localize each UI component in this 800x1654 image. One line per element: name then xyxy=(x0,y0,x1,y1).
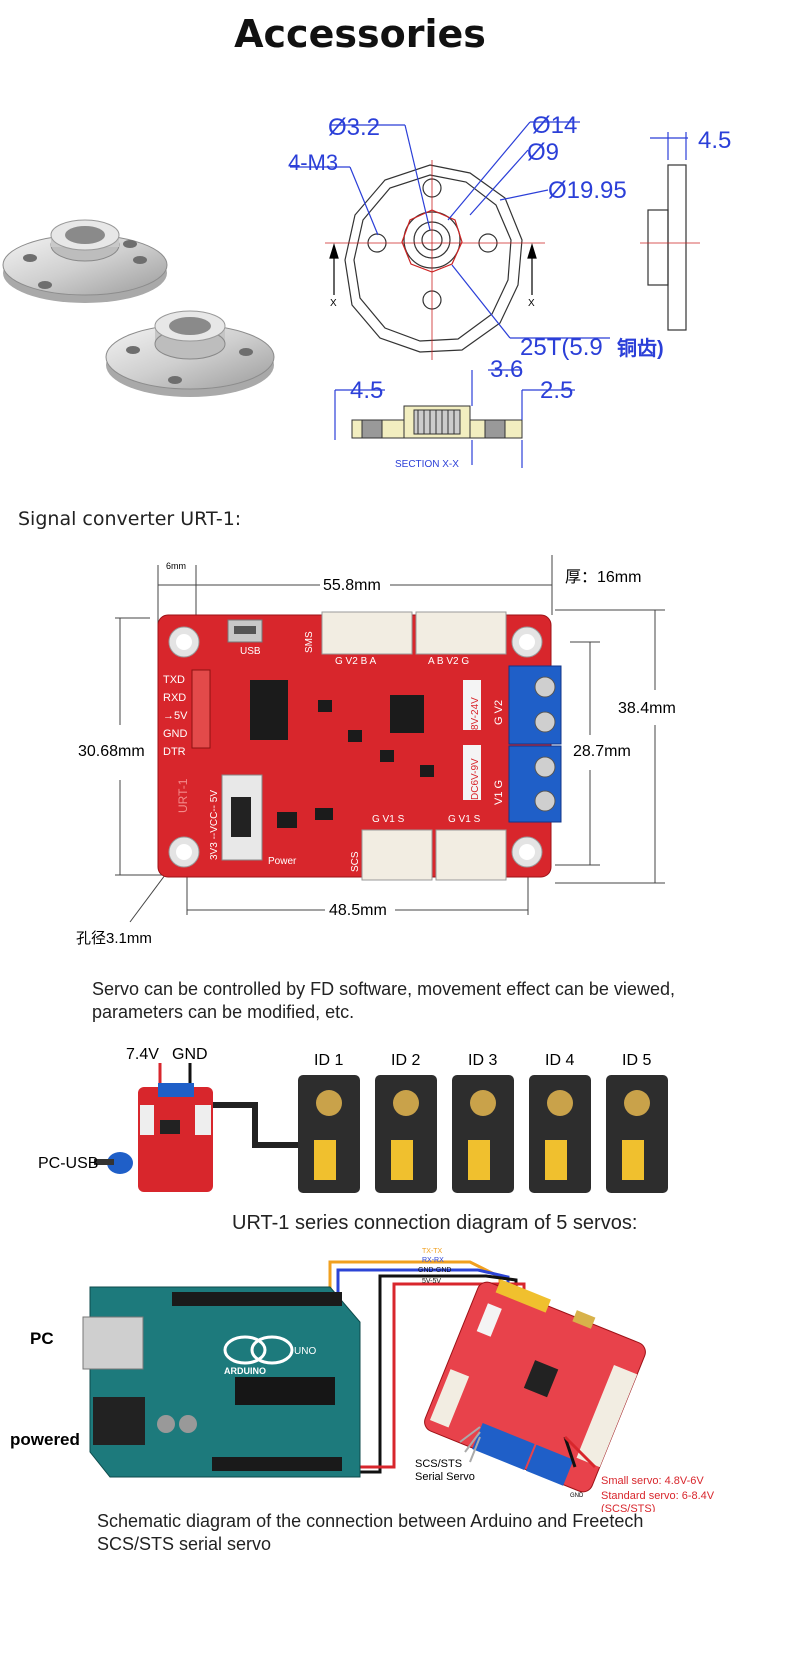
horn-photo-2 xyxy=(105,310,275,397)
servo-1 xyxy=(298,1075,360,1193)
pin-txd: TXD xyxy=(163,674,185,686)
horn-top-view xyxy=(325,160,545,360)
dim-9: Ø9 xyxy=(527,139,559,166)
servo-4 xyxy=(529,1075,591,1193)
arduino-connection-diagram: TX-TX RX-RX GND-GND 5V-5V UNO ARDUINO PC… xyxy=(10,1248,715,1512)
servo-2 xyxy=(375,1075,437,1193)
servo-id-5: ID 5 xyxy=(622,1052,651,1069)
horn-photo-1 xyxy=(2,219,168,303)
pin-5v: →5V xyxy=(163,710,188,722)
dim-hole-diameter: 孔径3.1mm xyxy=(76,930,152,947)
dim-25: 2.5 xyxy=(540,377,573,404)
x-mark-right: X xyxy=(528,298,535,309)
pc-label: PC xyxy=(30,1329,54,1348)
vcc-label: 3V3 --VCC-- 5V xyxy=(209,790,220,860)
dim-3068: 30.68mm xyxy=(78,743,145,760)
horn-side-view xyxy=(640,164,700,331)
sms-label: SMS xyxy=(304,631,315,653)
top-header-a: G V2 B A xyxy=(335,656,376,667)
wire-label-tx: TX-TX xyxy=(422,1248,443,1255)
dim-teeth-cn: 铜齿) xyxy=(617,336,664,360)
signal-converter-label: Signal converter URT-1: xyxy=(18,508,242,530)
servo-5 xyxy=(606,1075,668,1193)
pin-dtr: DTR xyxy=(163,746,186,758)
fd-software-paragraph: Servo can be controlled by FD software, … xyxy=(92,979,675,1022)
terminal-v1-label: V1 G xyxy=(493,780,505,805)
top-header-b: A B V2 G xyxy=(428,656,469,667)
dim-287: 28.7mm xyxy=(573,743,631,760)
arduino-caption: Schematic diagram of the connection betw… xyxy=(97,1511,644,1554)
pin-gnd: GND xyxy=(163,728,188,740)
servo-id-4: ID 4 xyxy=(545,1052,574,1069)
gnd-label: GND xyxy=(172,1046,208,1063)
standard-servo-voltage: Standard servo: 6-8.4V xyxy=(601,1490,715,1502)
pin-rxd: RXD xyxy=(163,692,186,704)
dim-36: 3.6 xyxy=(490,356,523,383)
pc-usb-label: PC-USB xyxy=(38,1155,98,1172)
servo-id-3: ID 3 xyxy=(468,1052,497,1069)
horn-section-view xyxy=(351,405,523,439)
servo-id-2: ID 2 xyxy=(391,1052,420,1069)
servo-horn-drawing: X X Ø3.2 4-M3 Ø14 Ø9 Ø19.95 25T(5.9 铜齿) … xyxy=(2,112,731,470)
usb-label: USB xyxy=(240,646,261,657)
page-title: Accessories xyxy=(234,12,486,56)
uno-label: UNO xyxy=(294,1346,316,1357)
bottom-header-b: G V1 S xyxy=(448,814,481,825)
powered-label: powered xyxy=(10,1430,80,1449)
dim-m3: 4-M3 xyxy=(288,150,338,175)
dim-hole: Ø3.2 xyxy=(328,114,380,141)
terminal-v2-label: G V2 xyxy=(493,700,505,725)
dim-485: 48.5mm xyxy=(329,902,387,919)
dim-558: 55.8mm xyxy=(323,577,381,594)
wire-label-5v: 5V-5V xyxy=(422,1278,441,1285)
x-mark-left: X xyxy=(330,298,337,309)
urt-label: URT-1 xyxy=(176,778,190,813)
series-caption: URT-1 series connection diagram of 5 ser… xyxy=(232,1212,638,1234)
wire-label-rx: RX-RX xyxy=(422,1257,444,1264)
bottom-header-a: G V1 S xyxy=(372,814,405,825)
small-servo-voltage: Small servo: 4.8V-6V xyxy=(601,1475,704,1487)
dim-45-side: 4.5 xyxy=(698,127,731,154)
scs-label: SCS xyxy=(350,851,361,872)
power-label: Power xyxy=(268,856,297,867)
section-label: SECTION X-X xyxy=(395,459,459,470)
arduino-logo-text: ARDUINO xyxy=(224,1366,266,1376)
urt1-board-diagram: 6mm 55.8mm 厚：16mm 30.68mm 38.4mm 28.7mm … xyxy=(76,555,676,947)
dim-14: Ø14 xyxy=(532,112,577,139)
servo-series-diagram: 7.4V GND PC-USB ID 1 ID 2 ID 3 ID 4 ID 5 xyxy=(38,1046,668,1193)
voltage-6-9: DC6V-9V xyxy=(470,758,481,800)
dim-384: 38.4mm xyxy=(618,700,676,717)
voltage-8-24: 8V-24V xyxy=(470,697,481,730)
servo-id-1: ID 1 xyxy=(314,1052,343,1069)
voltage-74: 7.4V xyxy=(126,1046,159,1063)
dim-45-section: 4.5 xyxy=(350,377,383,404)
dim-1995: Ø19.95 xyxy=(548,177,627,204)
scs-sts-note: (SCS/STS) xyxy=(601,1503,655,1512)
arduino-board xyxy=(82,1286,361,1478)
dim-6mm: 6mm xyxy=(166,561,186,571)
servo-3 xyxy=(452,1075,514,1193)
dim-teeth: 25T(5.9 xyxy=(520,334,603,361)
urt1-board xyxy=(157,611,562,881)
dim-thickness: 厚：16mm xyxy=(565,569,641,586)
wire-label-gnd: GND-GND xyxy=(418,1267,451,1274)
gnd-small-label: GND xyxy=(570,1493,584,1499)
